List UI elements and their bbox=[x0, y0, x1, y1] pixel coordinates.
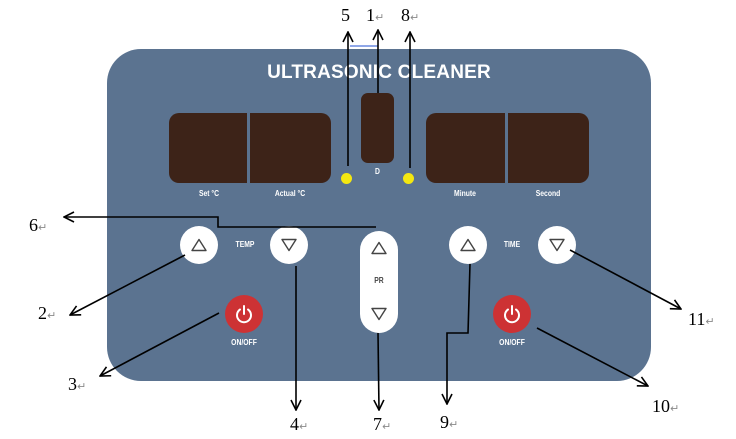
heater-onoff-label: ON/OFF bbox=[231, 338, 257, 347]
second-label: Second bbox=[535, 189, 561, 198]
program-up-button[interactable] bbox=[360, 231, 398, 265]
temp-down-button[interactable] bbox=[270, 226, 308, 264]
triangle-up-icon bbox=[191, 238, 207, 252]
minute-display bbox=[426, 113, 505, 183]
power-icon bbox=[504, 305, 520, 324]
led-time-indicator bbox=[403, 173, 414, 184]
callout-label-1: 1↵ bbox=[366, 5, 385, 25]
callout-label-11: 11↵ bbox=[688, 309, 715, 329]
program-selector: PR bbox=[360, 231, 398, 333]
callout-label-7: 7↵ bbox=[373, 414, 392, 434]
callout-label-8: 8↵ bbox=[401, 5, 420, 25]
led-temperature-indicator bbox=[341, 173, 352, 184]
callout-label-5: 5 bbox=[341, 5, 350, 25]
triangle-up-icon bbox=[460, 238, 476, 252]
callout-label-6: 6↵ bbox=[29, 215, 48, 235]
actual-temp-label: Actual °C bbox=[274, 189, 306, 198]
time-label: TIME bbox=[503, 240, 521, 249]
temp-label: TEMP bbox=[235, 240, 255, 249]
time-up-button[interactable] bbox=[449, 226, 487, 264]
triangle-down-icon bbox=[549, 238, 565, 252]
callout-label-9: 9↵ bbox=[440, 412, 459, 432]
callout-label-4: 4↵ bbox=[290, 414, 309, 434]
set-temp-label: Set °C bbox=[198, 189, 220, 198]
triangle-up-icon bbox=[371, 241, 387, 255]
program-label: D bbox=[375, 167, 380, 176]
panel-title: ULTRASONIC CLEANER bbox=[267, 62, 491, 83]
program-down-button[interactable] bbox=[360, 297, 398, 331]
second-display bbox=[508, 113, 589, 183]
callout-label-10: 10↵ bbox=[652, 396, 680, 416]
ultrasonic-onoff-label: ON/OFF bbox=[499, 338, 525, 347]
actual-temp-display bbox=[250, 113, 331, 183]
temp-up-button[interactable] bbox=[180, 226, 218, 264]
control-panel: ULTRASONIC CLEANER Set °C Actual °C D Mi… bbox=[107, 49, 651, 381]
callout-label-2: 2↵ bbox=[38, 303, 57, 323]
heater-power-button[interactable] bbox=[225, 295, 263, 333]
program-pr-label: PR bbox=[374, 276, 384, 285]
triangle-down-icon bbox=[371, 307, 387, 321]
triangle-down-icon bbox=[281, 238, 297, 252]
minute-label: Minute bbox=[454, 189, 476, 198]
ultrasonic-power-button[interactable] bbox=[493, 295, 531, 333]
program-display bbox=[361, 93, 394, 163]
set-temp-display bbox=[169, 113, 247, 183]
callout-label-3: 3↵ bbox=[68, 374, 87, 394]
time-down-button[interactable] bbox=[538, 226, 576, 264]
power-icon bbox=[236, 305, 252, 324]
